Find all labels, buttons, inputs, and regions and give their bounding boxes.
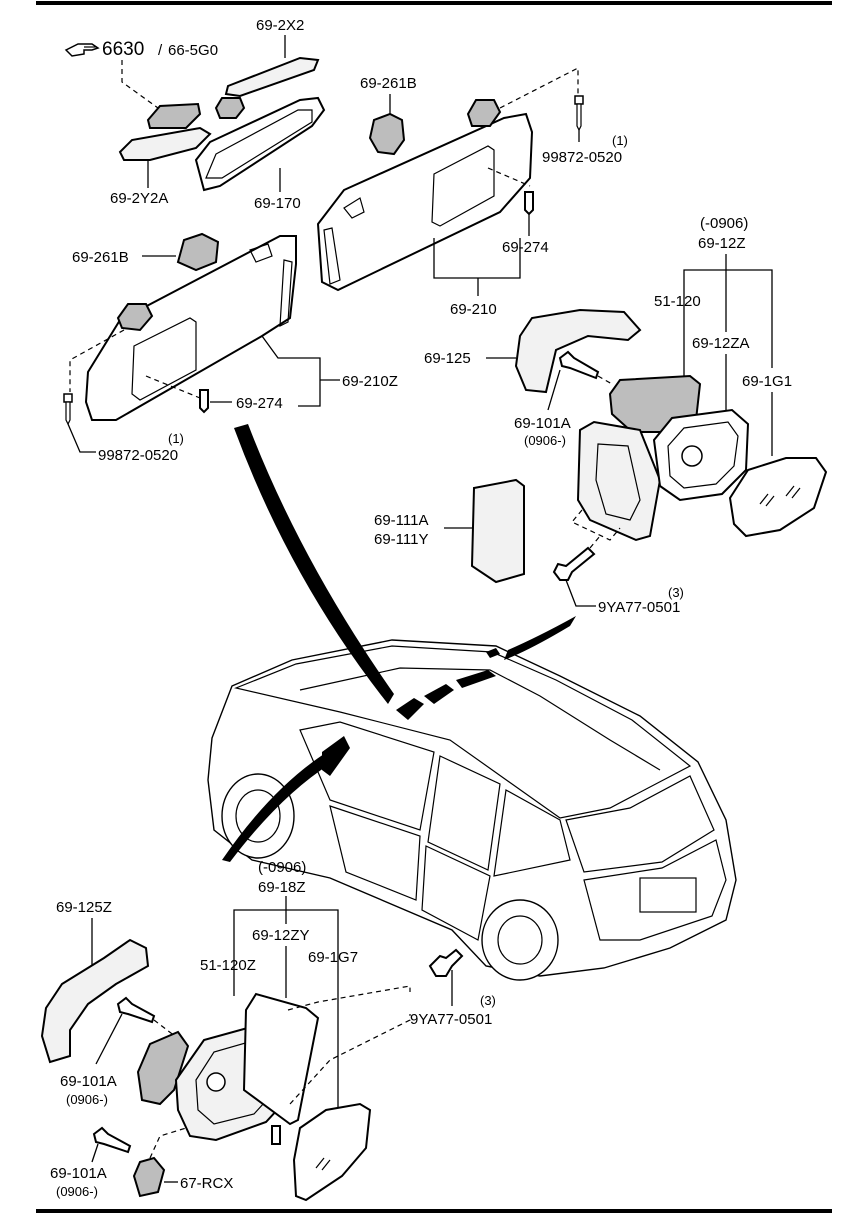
label-69-12Z[interactable]: 69-12Z: [698, 235, 746, 252]
range-0906-101A-left1: (0906-): [66, 1092, 108, 1107]
screw-left-part[interactable]: [63, 393, 73, 426]
ref-page-number[interactable]: 6630: [102, 39, 144, 60]
mirror-bracket-51-120Z-part[interactable]: [136, 1030, 190, 1106]
sun-visor-right-part[interactable]: [316, 112, 534, 292]
mirror-glass-69-1G1-part[interactable]: [728, 457, 828, 538]
mirror-actuator-69-12ZY-part[interactable]: [242, 992, 320, 1126]
ref-code[interactable]: 66-5G0: [168, 42, 218, 59]
screw-69-101A-right-part[interactable]: [558, 350, 600, 380]
label-69-210Z[interactable]: 69-210Z: [342, 373, 398, 390]
label-69-261B-top[interactable]: 69-261B: [360, 75, 417, 92]
label-69-274-left[interactable]: 69-274: [236, 395, 283, 412]
qty-99872-top: (1): [612, 133, 628, 148]
sun-visor-left-part[interactable]: [84, 235, 297, 421]
label-99872-0520-left[interactable]: 99872-0520: [98, 447, 178, 464]
mirror-housing-part[interactable]: [576, 420, 662, 542]
mirror-cover-upper-part[interactable]: [224, 56, 320, 98]
range-0906-101A-right: (0906-): [524, 433, 566, 448]
range-0906-101A-left2: (0906-): [56, 1184, 98, 1199]
label-67-RCX[interactable]: 67-RCX: [180, 1175, 233, 1192]
visor-holder-left-part[interactable]: [176, 232, 220, 272]
visor-holder-top-part[interactable]: [368, 112, 406, 156]
callout-swoosh-mirror-right: [504, 616, 576, 660]
mirror-glass-69-1G7-part[interactable]: [292, 1102, 372, 1202]
label-69-125Z[interactable]: 69-125Z: [56, 899, 112, 916]
label-69-18Z[interactable]: 69-18Z: [258, 879, 306, 896]
rear-view-mirror-part[interactable]: [194, 96, 326, 192]
range-0906-left: (-0906): [258, 859, 306, 876]
label-9YA77-0501-right[interactable]: 9YA77-0501: [598, 599, 680, 616]
callout-swoosh-mirror-left: [222, 754, 330, 862]
bolt-9YA77-left-part[interactable]: [428, 948, 464, 977]
visor-hinge-top-part[interactable]: [466, 99, 502, 127]
qty-9YA77-left: (3): [480, 993, 496, 1008]
screw-69-101A-left2-part[interactable]: [92, 1126, 132, 1154]
label-69-210[interactable]: 69-210: [450, 301, 497, 318]
callout-swoosh-visor: [234, 424, 394, 704]
qty-99872-left: (1): [168, 431, 184, 446]
mirror-cover-69-125Z-part[interactable]: [40, 938, 150, 1064]
ref-slash: /: [158, 42, 163, 59]
label-69-101A-left1[interactable]: 69-101A: [60, 1073, 117, 1090]
visor-hinge-left-part[interactable]: [116, 303, 154, 332]
bolt-9YA77-right-part[interactable]: [552, 546, 596, 581]
pin-69-274-left-part[interactable]: [199, 389, 209, 414]
mirror-mount-part[interactable]: [214, 97, 246, 119]
label-69-170[interactable]: 69-170: [254, 195, 301, 212]
label-51-120[interactable]: 51-120: [654, 293, 701, 310]
pin-69-274-right-part[interactable]: [524, 191, 534, 216]
vehicle-illustration: [207, 639, 737, 981]
label-69-261B-left[interactable]: 69-261B: [72, 249, 129, 266]
mirror-connector-part[interactable]: [271, 1125, 281, 1145]
mirror-cover-69-125-part[interactable]: [514, 308, 642, 394]
sensor-module-part[interactable]: [146, 102, 202, 129]
label-69-12ZA[interactable]: 69-12ZA: [692, 335, 750, 352]
label-99872-0520-top[interactable]: 99872-0520: [542, 149, 622, 166]
label-69-12ZY[interactable]: 69-12ZY: [252, 927, 310, 944]
label-51-120Z[interactable]: 51-120Z: [200, 957, 256, 974]
garnish-69-111A-part[interactable]: [470, 478, 525, 584]
label-69-1G1[interactable]: 69-1G1: [742, 373, 792, 390]
label-69-274-right[interactable]: 69-274: [502, 239, 549, 256]
label-69-125[interactable]: 69-125: [424, 350, 471, 367]
label-69-111A[interactable]: 69-111A: [374, 512, 429, 529]
label-69-2X2[interactable]: 69-2X2: [256, 17, 304, 34]
label-69-2Y2A[interactable]: 69-2Y2A: [110, 190, 168, 207]
mirror-cover-lower-part[interactable]: [118, 126, 212, 161]
screw-top-right-part[interactable]: [574, 95, 584, 132]
range-0906-right: (-0906): [700, 215, 748, 232]
label-69-101A-right[interactable]: 69-101A: [514, 415, 571, 432]
label-69-101A-left2[interactable]: 69-101A: [50, 1165, 107, 1182]
label-9YA77-0501-left[interactable]: 9YA77-0501: [410, 1011, 492, 1028]
pointing-hand-icon: [64, 43, 100, 57]
qty-9YA77-right: (3): [668, 585, 684, 600]
label-69-111Y[interactable]: 69-111Y: [374, 531, 429, 548]
label-69-1G7[interactable]: 69-1G7: [308, 949, 358, 966]
screw-69-101A-left1-part[interactable]: [116, 996, 156, 1024]
actuator-67-RCX-part[interactable]: [132, 1156, 166, 1198]
